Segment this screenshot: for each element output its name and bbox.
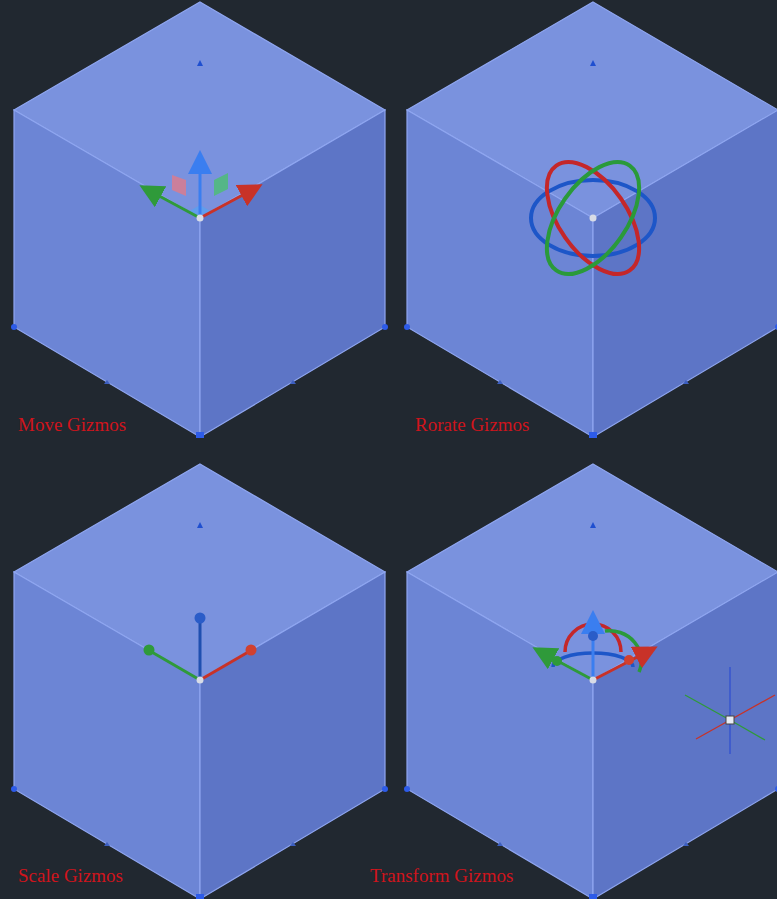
move-panel (11, 2, 388, 438)
rotate-panel (404, 2, 777, 438)
panel-caption: Move Gizmos (18, 415, 126, 436)
transform-panel (404, 464, 777, 899)
scale-panel (11, 464, 388, 899)
panel-caption: Transform Gizmos (370, 866, 513, 887)
panel-caption: Rorate Gizmos (415, 415, 530, 436)
panel-caption: Scale Gizmos (18, 866, 123, 887)
